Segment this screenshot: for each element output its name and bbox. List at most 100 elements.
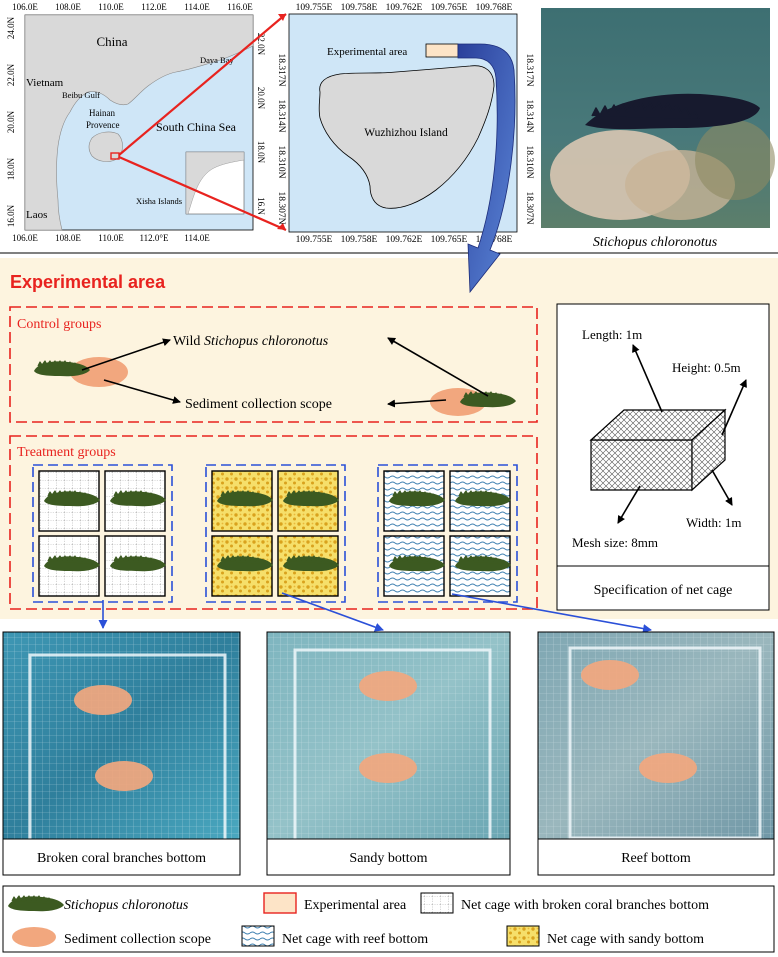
photo-2-caption: Sandy bottom — [349, 851, 427, 866]
legend-reef-swatch — [241, 925, 275, 947]
arrow-to-photo-3 — [451, 593, 652, 634]
map2-left-tick: 18.310N — [276, 146, 286, 179]
map-label-laos: Laos — [26, 209, 47, 221]
net-cage-spec: Length: 1m Height: 0.5m Width: 1m Mesh s… — [556, 303, 770, 611]
map-label-china: China — [96, 34, 127, 49]
photo-1-net — [3, 632, 240, 839]
map1-top-tick: 110.0E — [98, 2, 124, 12]
cage-group-sandy — [205, 464, 346, 603]
arrow-height — [721, 379, 747, 436]
photo-sea-cucumber-papillae — [591, 101, 700, 120]
map2-bottom-tick: 109.755E — [296, 235, 333, 245]
legend-box — [2, 885, 775, 953]
map1-bottom-tick: 114.0E — [184, 233, 210, 243]
spec-mesh: Mesh size: 8mm — [572, 535, 658, 550]
cage-group-reef — [377, 464, 518, 603]
map1-left-tick: 20.0N — [6, 110, 16, 133]
photo-1-sediment-scope — [74, 685, 132, 715]
map-label-hainan1: Hainan — [89, 108, 115, 118]
photo-3-frame — [537, 631, 775, 876]
map-label-hainan2: Provence — [86, 120, 120, 130]
spec-length: Length: 1m — [582, 327, 642, 342]
control-sediment-left — [70, 357, 128, 387]
arrow-sediment-left — [103, 379, 181, 404]
photo-1-sediment-scope — [95, 761, 153, 791]
legend-reef: Net cage with reef bottom — [282, 932, 428, 947]
map2-top-tick: 109.755E — [296, 3, 333, 13]
arrow-mesh — [617, 485, 641, 524]
map1-top-tick: 114.0E — [184, 2, 210, 12]
map2-bottom-tick: 109.765E — [431, 235, 468, 245]
map1-left-tick: 24.0N — [6, 16, 16, 39]
photo-3-net — [538, 632, 774, 839]
map-label-xisha: Xisha Islands — [136, 196, 182, 206]
photo-caption: Stichopus chloronotus — [593, 235, 718, 250]
map1-inset-tick: 20.0N — [256, 87, 266, 110]
spec-height: Height: 0.5m — [672, 360, 741, 375]
photo-2-net — [267, 632, 510, 839]
map1-bottom-tick: 108.0E — [55, 233, 81, 243]
legend: Stichopus chloronotus Experimental area … — [2, 885, 775, 953]
photo-1-frame — [2, 631, 241, 876]
treatment-groups: Treatment groups — [9, 435, 538, 610]
treatment-box — [9, 435, 538, 610]
legend-area-swatch — [263, 892, 297, 914]
photo-1-caption: Broken coral branches bottom — [37, 851, 206, 866]
cage-photo-row: Broken coral branches bottom Sandy bottom… — [2, 631, 775, 876]
control-wild-species: Stichopus chloronotus — [204, 334, 329, 349]
sea-cucumber-photo: Stichopus chloronotus — [541, 8, 775, 250]
map2-right-tick: 18.307N — [524, 192, 534, 225]
control-box — [9, 306, 538, 423]
photo-3-sediment-scope — [639, 753, 697, 783]
map2-right-tick: 18.314N — [524, 100, 534, 133]
photo-3-cage-frame — [568, 646, 762, 840]
control-wild-label: Wild Stichopus chloronotus — [173, 334, 329, 349]
section-title: Experimental area — [10, 272, 166, 292]
map2-right-tick: 18.317N — [524, 54, 534, 87]
control-groups: Control groups Wild Stichopus chloronotu… — [9, 306, 538, 423]
map1-left-tick: 18.0N — [6, 157, 16, 180]
arrow-length — [632, 344, 663, 413]
map1-left-tick: 22.0N — [6, 63, 16, 86]
inset-land — [185, 151, 245, 215]
legend-species: Stichopus chloronotus — [64, 898, 189, 913]
hainan-shape — [88, 131, 123, 162]
map2-left-tick: 18.307N — [276, 192, 286, 225]
photo-2-sediment-scope — [359, 671, 417, 701]
arrow-wild-right — [387, 337, 489, 397]
legend-sandy: Net cage with sandy bottom — [547, 932, 704, 947]
treatment-title: Treatment groups — [17, 445, 116, 460]
map-study-site-box — [110, 152, 120, 160]
map2-top-tick: 109.765E — [431, 3, 468, 13]
map2-right-tick: 18.310N — [524, 146, 534, 179]
map1-bottom-tick: 110.0E — [98, 233, 124, 243]
map1-bottom-tick: 106.0E — [12, 233, 38, 243]
map1-top-tick: 106.0E — [12, 2, 38, 12]
cage-groups — [32, 464, 518, 603]
map1-top-tick: 108.0E — [55, 2, 81, 12]
map2-bottom-tick: 109.762E — [386, 235, 423, 245]
control-wild-prefix: Wild — [173, 334, 204, 349]
map2-top-tick: 109.762E — [386, 3, 423, 13]
cage-side-face — [691, 408, 726, 492]
legend-sediment: Sediment collection scope — [64, 932, 211, 947]
control-title: Control groups — [17, 317, 101, 332]
zoom-line-top — [118, 13, 287, 156]
map2-left-tick: 18.314N — [276, 100, 286, 133]
zoom-line-bottom-head — [277, 223, 286, 230]
spec-width: Width: 1m — [686, 515, 741, 530]
zoom-line-bottom — [118, 155, 287, 232]
photo-2-sediment-scope — [359, 753, 417, 783]
experimental-area-rect — [425, 43, 459, 58]
photo-2-frame — [266, 631, 511, 876]
arrow-width — [711, 469, 733, 506]
mainland-shape — [24, 14, 254, 231]
photo-3-caption-box — [537, 838, 775, 876]
island-shape — [318, 65, 495, 209]
map-label-vietnam: Vietnam — [26, 77, 64, 89]
